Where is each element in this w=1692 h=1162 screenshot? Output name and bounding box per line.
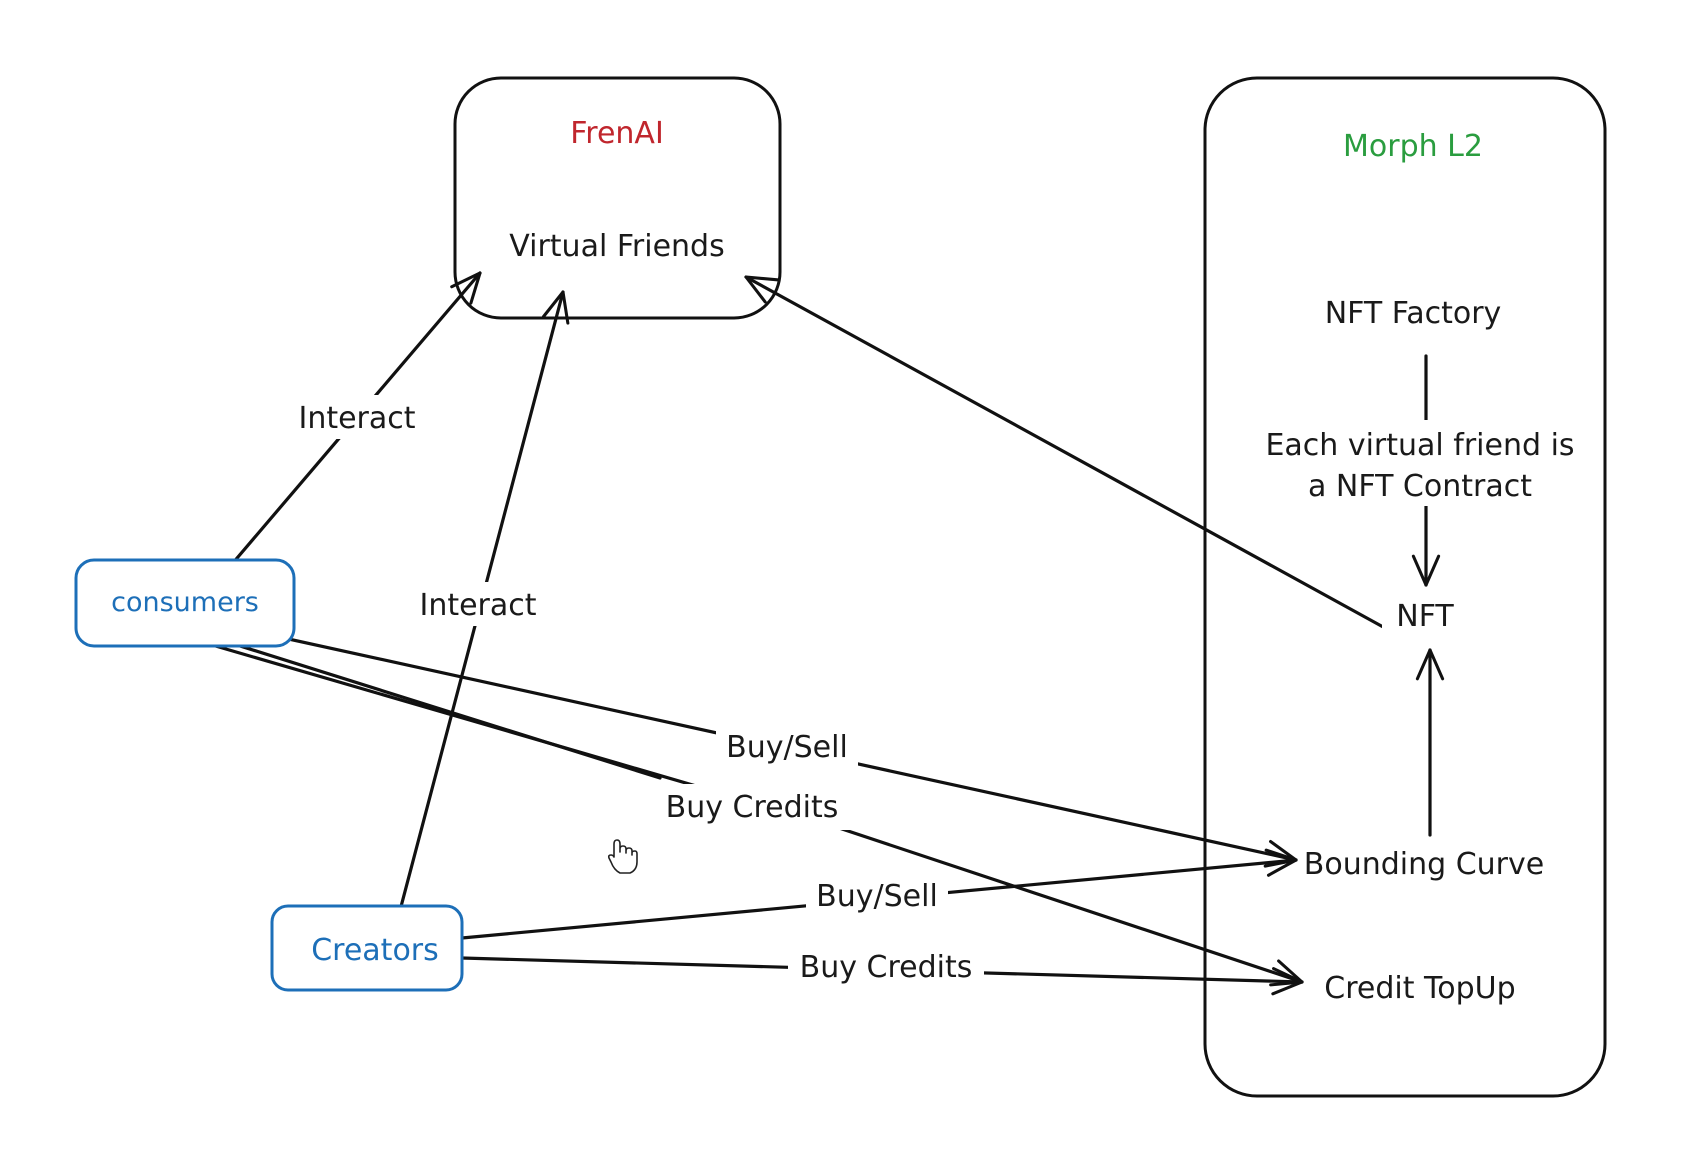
edge-label-consumers-buysell: Buy/Sell bbox=[726, 730, 848, 765]
morph-l2-title: Morph L2 bbox=[1343, 129, 1483, 164]
frenai-frame bbox=[453, 76, 782, 320]
frenai-title: FrenAI bbox=[570, 116, 664, 151]
edge-label-creators-buycredits: Buy Credits bbox=[800, 950, 973, 985]
edge-label-creators-interact: Interact bbox=[419, 588, 536, 623]
interact-1-bg bbox=[282, 395, 432, 439]
bounding-curve-bg bbox=[1300, 840, 1550, 884]
each-friend-bg bbox=[1245, 420, 1585, 506]
each-friend-line2: a NFT Contract bbox=[1308, 469, 1532, 504]
edge-consumers-buycredits-double bbox=[200, 632, 662, 780]
nft-label: NFT bbox=[1396, 599, 1454, 634]
buycredits-2-bg bbox=[788, 944, 984, 990]
morph-l2-frame bbox=[1203, 76, 1607, 1098]
creators-node[interactable]: Creators bbox=[270, 904, 464, 992]
hand-cursor-icon bbox=[607, 839, 638, 874]
edge-label-consumers-buycredits: Buy Credits bbox=[666, 790, 839, 825]
nft-factory-bg bbox=[1300, 290, 1526, 334]
edge-label-creators-buysell: Buy/Sell bbox=[816, 879, 938, 914]
nft-factory-label: NFT Factory bbox=[1325, 296, 1502, 331]
edge-label-consumers-interact: Interact bbox=[298, 401, 415, 436]
creators-box[interactable] bbox=[270, 904, 464, 992]
buycredits-1-bg bbox=[654, 784, 850, 830]
each-friend-line1: Each virtual friend is bbox=[1265, 428, 1574, 463]
consumers-node[interactable]: consumers bbox=[74, 558, 296, 648]
creators-label: Creators bbox=[311, 933, 439, 968]
buysell-2-bg bbox=[806, 872, 948, 918]
buysell-1-bg bbox=[716, 724, 858, 770]
consumers-label: consumers bbox=[111, 587, 259, 618]
credit-topup-label: Credit TopUp bbox=[1324, 971, 1515, 1006]
virtual-friends-label: Virtual Friends bbox=[509, 229, 724, 264]
consumers-box[interactable] bbox=[74, 558, 296, 648]
interact-2-bg bbox=[404, 582, 552, 626]
nft-bg bbox=[1382, 596, 1468, 638]
bounding-curve-label: Bounding Curve bbox=[1304, 847, 1544, 882]
edge-nft-virtual-friends bbox=[744, 275, 1387, 630]
credit-topup-bg bbox=[1306, 966, 1532, 1010]
